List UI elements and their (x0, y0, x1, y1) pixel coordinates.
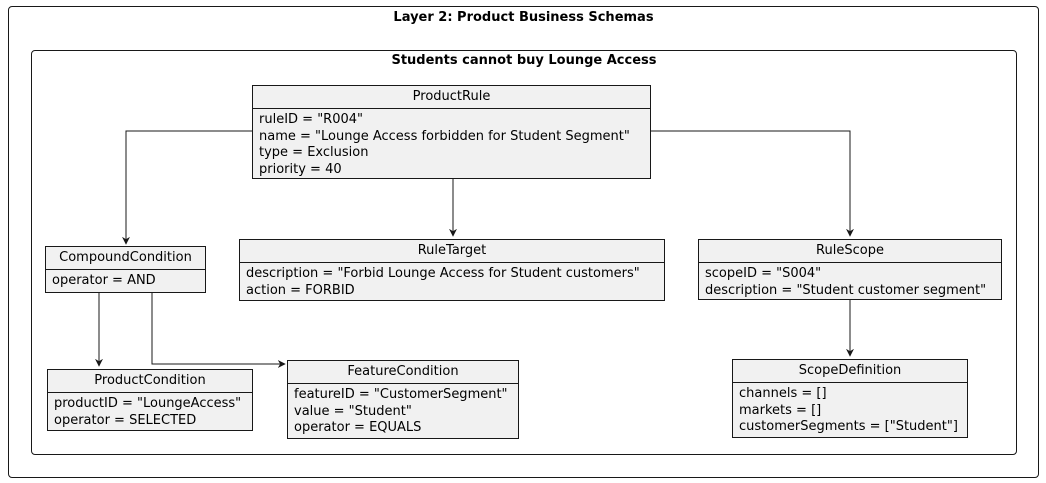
product-condition-field: productID = "LoungeAccess" (54, 396, 242, 411)
feature-condition-field: value = "Student" (294, 403, 412, 419)
edge-rule-to-compound (122, 130, 252, 245)
product-rule-box: ProductRule ruleID = "R004" name = "Loun… (252, 85, 651, 179)
rule-target-field: action = FORBID (246, 282, 355, 298)
compound-condition-box: CompoundCondition operator = AND (45, 246, 206, 293)
product-rule-field: priority = 40 (259, 161, 342, 177)
rule-target-field: description = "Forbid Lounge Access for … (246, 266, 640, 281)
product-condition-header: ProductCondition (48, 370, 252, 393)
scope-definition-field: channels = [] (739, 386, 827, 401)
inner-frame: Students cannot buy Lounge Access (31, 50, 1017, 455)
scope-definition-field: customerSegments = ["Student"] (739, 419, 958, 434)
outer-frame-title: Layer 2: Product Business Schemas (393, 10, 654, 25)
product-condition-field: operator = SELECTED (54, 412, 197, 428)
rule-target-header: RuleTarget (240, 240, 664, 263)
edge-compound-to-featurecond (151, 293, 286, 368)
rule-scope-header: RuleScope (699, 240, 1001, 263)
feature-condition-header: FeatureCondition (288, 361, 518, 384)
edge-rule-to-scope (651, 130, 854, 237)
rule-scope-field: scopeID = "S004" (705, 266, 822, 281)
compound-condition-field: operator = AND (52, 273, 156, 288)
scope-definition-field: markets = [] (739, 402, 822, 418)
product-rule-header: ProductRule (253, 86, 650, 109)
rule-scope-field: description = "Student customer segment" (705, 282, 987, 298)
outer-frame: Layer 2: Product Business Schemas (8, 6, 1039, 478)
rule-scope-box: RuleScope scopeID = "S004" description =… (698, 239, 1002, 300)
compound-condition-header: CompoundCondition (46, 247, 205, 270)
rule-target-box: RuleTarget description = "Forbid Lounge … (239, 239, 665, 301)
feature-condition-field: featureID = "CustomerSegment" (294, 387, 508, 402)
feature-condition-field: operator = EQUALS (294, 420, 422, 435)
feature-condition-box: FeatureCondition featureID = "CustomerSe… (287, 360, 519, 439)
scope-definition-header: ScopeDefinition (733, 360, 967, 383)
inner-frame-title: Students cannot buy Lounge Access (391, 53, 657, 68)
scope-definition-box: ScopeDefinition channels = [] markets = … (732, 359, 968, 438)
product-rule-field: ruleID = "R004" (259, 112, 363, 127)
product-rule-field: name = "Lounge Access forbidden for Stud… (259, 128, 630, 144)
product-rule-field: type = Exclusion (259, 145, 369, 160)
product-condition-box: ProductCondition productID = "LoungeAcce… (47, 369, 253, 431)
